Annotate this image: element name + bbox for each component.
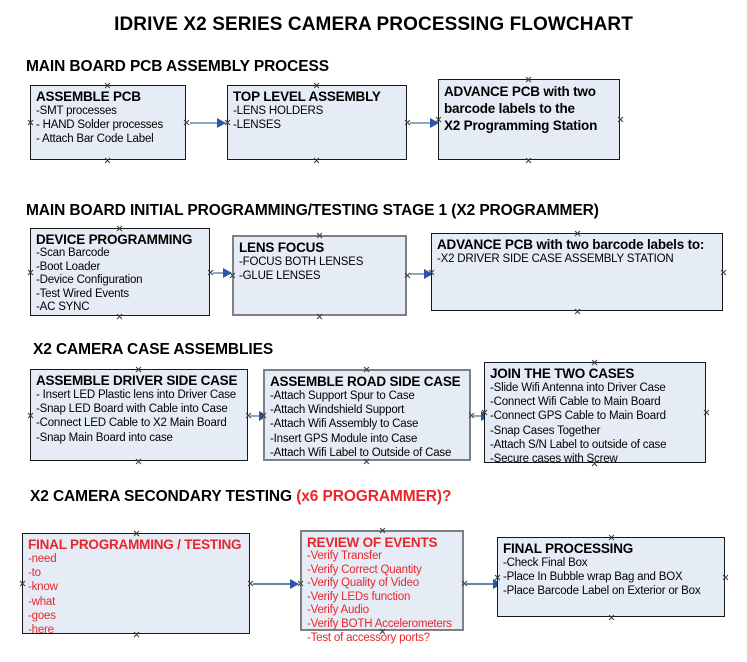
box-item: -what <box>28 595 56 608</box>
section-heading-main-board-initial-programming: MAIN BOARD INITIAL PROGRAMMING/TESTING S… <box>26 202 599 220</box>
box-item: -Place In Bubble wrap Bag and BOX <box>503 571 683 584</box>
box-item: -LENS HOLDERS <box>233 105 324 117</box>
box-item: -goes <box>28 609 56 622</box>
box-item: -Device Configuration <box>36 274 143 287</box>
box-title-line: barcode labels to the <box>444 101 575 116</box>
box-item: -AC SYNC <box>36 301 90 314</box>
box-item: -Boot Loader <box>36 260 101 273</box>
box-item: - Attach Bar Code Label <box>36 133 154 146</box>
arrow-final-programming-to-review-of-events <box>253 579 299 589</box>
box-title-line: X2 Programming Station <box>444 118 598 133</box>
box-title: FINAL PROCESSING <box>503 541 634 556</box>
box-title: ASSEMBLE ROAD SIDE CASE <box>270 374 461 389</box>
section-heading-text: MAIN BOARD PCB ASSEMBLY PROCESS <box>26 58 329 75</box>
box-item: -Connect LED Cable to X2 Main Board <box>36 417 227 430</box>
arrow-head-icon <box>217 118 226 128</box>
box-item: -LENSES <box>233 119 281 132</box>
box-top-level-assembly[interactable]: TOP LEVEL ASSEMBLY -LENS HOLDERS -LENSES <box>227 85 407 160</box>
box-item-overflow: -Test of accessory ports? <box>307 631 430 644</box>
box-item: -Slide Wifi Antenna into Driver Case <box>490 382 666 394</box>
box-item: -Verify Audio <box>307 604 369 617</box>
arrow-lens-focus-to-advance-pcb <box>410 269 433 279</box>
box-item: -Scan Barcode <box>36 247 110 259</box>
arrow-head-icon <box>223 268 232 278</box>
box-item: -Connect GPS Cable to Main Board <box>490 410 666 423</box>
box-final-programming-testing[interactable]: FINAL PROGRAMMING / TESTING -need -to -k… <box>22 533 250 637</box>
box-item: -Verify Correct Quantity <box>307 563 422 576</box>
box-title: REVIEW OF EVENTS <box>307 535 438 550</box>
section-heading-text: X2 CAMERA SECONDARY TESTING <box>30 488 297 505</box>
box-title: LENS FOCUS <box>239 240 325 255</box>
section-heading-main-board-pcb-assembly: MAIN BOARD PCB ASSEMBLY PROCESS <box>26 58 329 76</box>
box-item: -know <box>28 581 58 594</box>
box-advance-pcb-to-driver-side-case-station[interactable]: ADVANCE PCB with two barcode labels to: … <box>431 233 723 311</box>
box-item: -X2 DRIVER SIDE CASE ASSEMBLY STATION <box>437 253 674 265</box>
box-item: -SMT processes <box>36 105 117 117</box>
box-title: ADVANCE PCB with two barcode labels to: <box>437 237 705 252</box>
box-title: JOIN THE TWO CASES <box>490 366 635 381</box>
box-item: -Snap Main Board into case <box>36 431 173 444</box>
box-item: -Insert GPS Module into Case <box>270 432 418 445</box>
section-heading-text: X2 CAMERA CASE ASSEMBLIES <box>33 341 274 358</box>
section-heading-x2-camera-secondary-testing: X2 CAMERA SECONDARY TESTING (x6 PROGRAMM… <box>30 488 451 506</box>
box-item: -Verify LEDs function <box>307 590 411 603</box>
box-item: -Check Final Box <box>503 557 588 569</box>
box-device-programming[interactable]: DEVICE PROGRAMMING -Scan Barcode -Boot L… <box>30 228 210 316</box>
box-title: ASSEMBLE DRIVER SIDE CASE <box>36 373 238 388</box>
box-item: -Connect Wifi Cable to Main Board <box>490 396 661 409</box>
box-item: -here <box>28 624 54 637</box>
section-heading-text: MAIN BOARD INITIAL PROGRAMMING/TESTING S… <box>26 202 599 219</box>
box-title: DEVICE PROGRAMMING <box>36 232 193 247</box>
box-title: FINAL PROGRAMMING / TESTING <box>28 537 242 552</box>
box-item: -GLUE LENSES <box>239 270 321 283</box>
box-review-of-events[interactable]: REVIEW OF EVENTS -Verify Transfer -Verif… <box>300 530 464 644</box>
box-join-the-two-cases[interactable]: JOIN THE TWO CASES -Slide Wifi Antenna i… <box>484 362 706 466</box>
arrow-assemble-pcb-to-top-level-assembly <box>190 118 226 128</box>
box-advance-pcb-to-x2-programming-station[interactable]: ADVANCE PCB with two barcode labels to t… <box>438 79 620 160</box>
box-title: TOP LEVEL ASSEMBLY <box>233 89 381 104</box>
box-item: -need <box>28 553 57 565</box>
box-item: -Attach Windshield Support <box>270 404 405 417</box>
box-item: -Snap Cases Together <box>490 424 601 437</box>
section-heading-accent: (x6 PROGRAMMER)? <box>296 488 452 505</box>
arrow-head-icon <box>430 118 439 128</box>
box-final-processing[interactable]: FINAL PROCESSING -Check Final Box -Place… <box>497 537 725 617</box>
box-item: -Verify Transfer <box>307 550 382 562</box>
arrow-top-level-assembly-to-advance-pcb <box>410 118 439 128</box>
box-title: ASSEMBLE PCB <box>36 89 141 104</box>
box-assemble-driver-side-case[interactable]: ASSEMBLE DRIVER SIDE CASE - Insert LED P… <box>30 369 248 461</box>
box-item: -Verify BOTH Accelerometers <box>307 617 452 630</box>
box-item: - HAND Solder processes <box>36 119 164 132</box>
box-item: -Attach S/N Label to outside of case <box>490 438 667 451</box>
page-title: IDRIVE X2 SERIES CAMERA PROCESSING FLOWC… <box>114 14 633 35</box>
box-item: -Test Wired Events <box>36 287 129 300</box>
box-item: -Verify Quality of Video <box>307 577 419 590</box>
box-assemble-road-side-case[interactable]: ASSEMBLE ROAD SIDE CASE -Attach Support … <box>263 369 471 461</box>
box-item: -Place Barcode Label on Exterior or Box <box>503 585 701 598</box>
box-item: -Attach Wifi Assembly to Case <box>270 418 419 431</box>
arrow-review-of-events-to-final-processing <box>466 579 502 589</box>
section-heading-x2-camera-case-assemblies: X2 CAMERA CASE ASSEMBLIES <box>33 341 273 359</box>
arrow-head-icon <box>290 579 299 589</box>
box-item: -FOCUS BOTH LENSES <box>239 256 364 268</box>
box-title-line: ADVANCE PCB with two <box>444 84 596 99</box>
box-item: -Attach Support Spur to Case <box>270 390 415 402</box>
box-item: -Snap LED Board with Cable into Case <box>36 403 228 416</box>
box-item: -Secure cases with Screw <box>490 453 618 466</box>
box-lens-focus[interactable]: LENS FOCUS -FOCUS BOTH LENSES -GLUE LENS… <box>232 235 407 316</box>
box-assemble-pcb[interactable]: ASSEMBLE PCB -SMT processes - HAND Solde… <box>30 85 186 160</box>
arrow-head-icon <box>424 269 433 279</box>
box-item: - Insert LED Plastic lens into Driver Ca… <box>36 389 236 401</box>
box-item: -to <box>28 567 41 580</box>
box-item: -Attach Wifi Label to Outside of Case <box>270 446 452 459</box>
arrow-device-programming-to-lens-focus <box>213 268 232 278</box>
